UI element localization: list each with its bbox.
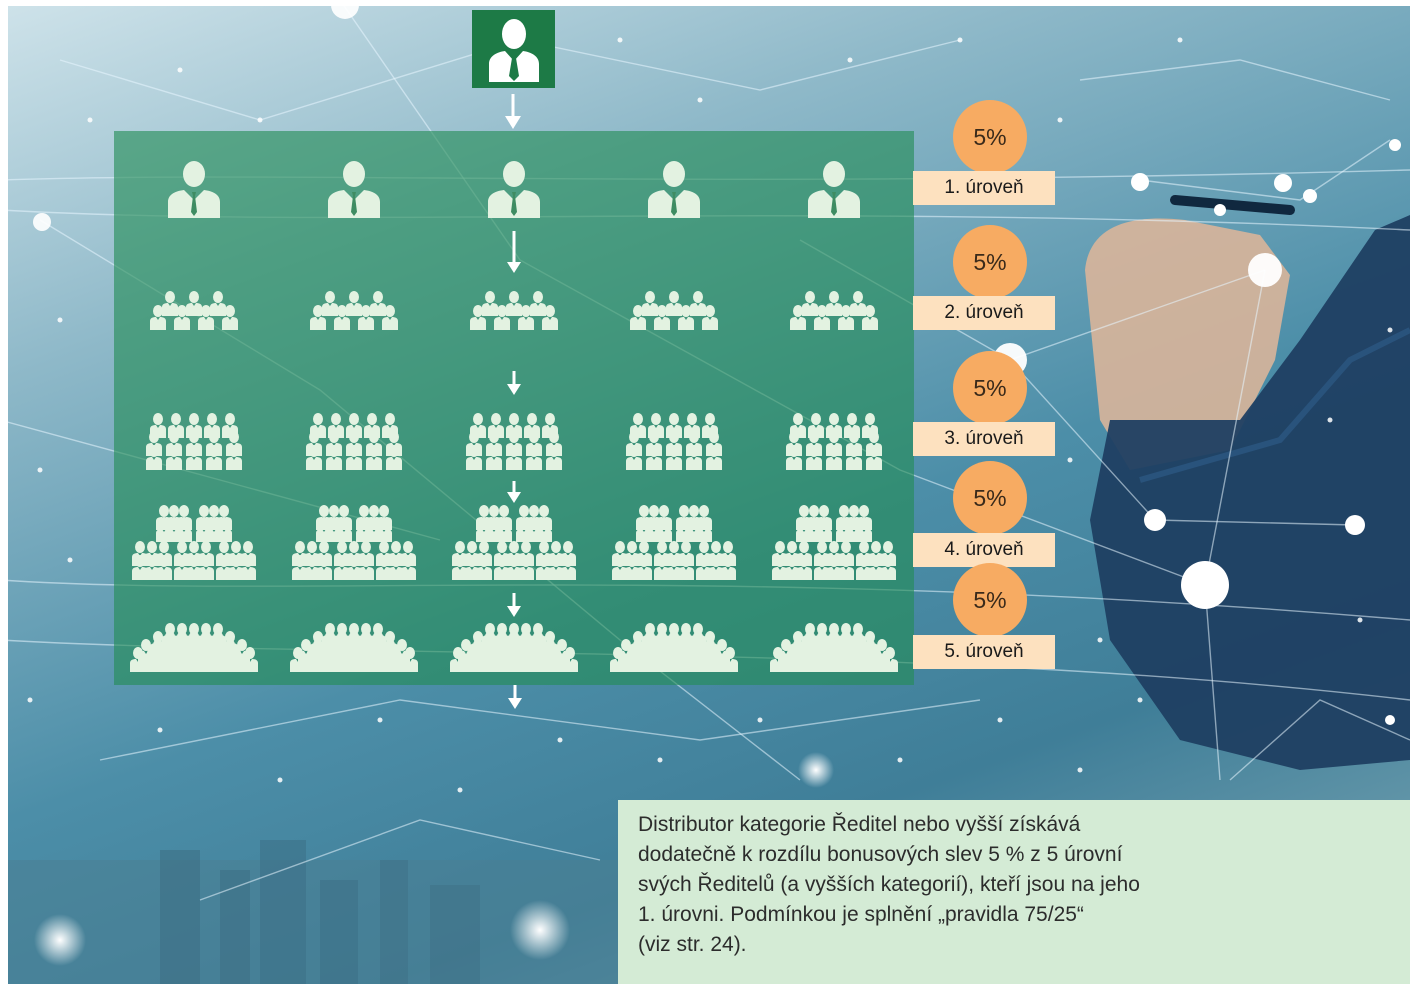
group-icon <box>642 291 658 316</box>
percent-badge-level-5: 5% <box>953 563 1027 637</box>
group-icon <box>186 291 202 316</box>
person-icon <box>488 161 540 218</box>
note-text: Distributor kategorie Ředitel nebo vyšší… <box>638 810 1278 960</box>
person-icon <box>648 161 700 218</box>
group-icon <box>370 291 386 316</box>
group-icon <box>506 291 522 316</box>
percent-value: 5% <box>973 123 1007 150</box>
arrow-down-icon <box>507 606 521 617</box>
note-line: Distributor kategorie Ředitel nebo vyšší… <box>638 813 1081 836</box>
level-label-text: 3. úroveň <box>944 428 1024 449</box>
group-icon <box>482 291 498 316</box>
group-icons-grid <box>130 161 898 672</box>
level-label-3: 3. úroveň <box>913 422 1055 456</box>
percent-badge-level-3: 5% <box>953 351 1027 425</box>
group-icon <box>666 291 682 316</box>
group-icon <box>850 291 866 316</box>
left-border <box>0 0 8 984</box>
arrow-down-icon <box>507 492 521 503</box>
level-label-text: 2. úroveň <box>944 302 1024 323</box>
level-label-4: 4. úroveň <box>913 533 1055 567</box>
levels-panel <box>114 131 914 685</box>
level-label-text: 5. úroveň <box>944 641 1024 662</box>
group-icon <box>690 291 706 316</box>
group-icon <box>210 291 226 316</box>
percent-value: 5% <box>973 586 1007 613</box>
percent-value: 5% <box>973 374 1007 401</box>
note-line: svých Ředitelů (a vyšších kategorií), kt… <box>638 873 1140 896</box>
arrow-down-icon <box>508 685 522 709</box>
level-label-5: 5. úroveň <box>913 635 1055 669</box>
group-icon <box>530 291 546 316</box>
top-director-box <box>472 10 555 88</box>
percent-value: 5% <box>973 248 1007 275</box>
arrow-down-icon <box>507 384 521 395</box>
level-label-2: 2. úroveň <box>913 296 1055 330</box>
person-icon <box>168 161 220 218</box>
percent-badge-level-4: 5% <box>953 461 1027 535</box>
person-icon <box>488 19 539 82</box>
percent-badge-level-1: 5% <box>953 100 1027 174</box>
explanation-note: Distributor kategorie Ředitel nebo vyšší… <box>618 800 1410 984</box>
note-line: 1. úrovni. Podmínkou je splnění „pravidl… <box>638 903 1084 926</box>
percent-value: 5% <box>973 484 1007 511</box>
group-icon <box>802 291 818 316</box>
arrow-down-icon <box>505 94 521 129</box>
note-line: dodatečně k rozdílu bonusových slev 5 % … <box>638 843 1123 866</box>
group-icon <box>162 291 178 316</box>
group-icon <box>346 291 362 316</box>
top-border <box>0 0 1410 6</box>
level-label-text: 4. úroveň <box>944 539 1024 560</box>
arrow-down-icon <box>507 262 521 273</box>
group-icon <box>826 291 842 316</box>
person-icon <box>328 161 380 218</box>
level-label-text: 1. úroveň <box>944 177 1024 198</box>
person-icon <box>808 161 860 218</box>
note-line: (viz str. 24). <box>638 933 747 956</box>
percent-badge-level-2: 5% <box>953 225 1027 299</box>
level-label-1: 1. úroveň <box>913 171 1055 205</box>
group-icon <box>322 291 338 316</box>
